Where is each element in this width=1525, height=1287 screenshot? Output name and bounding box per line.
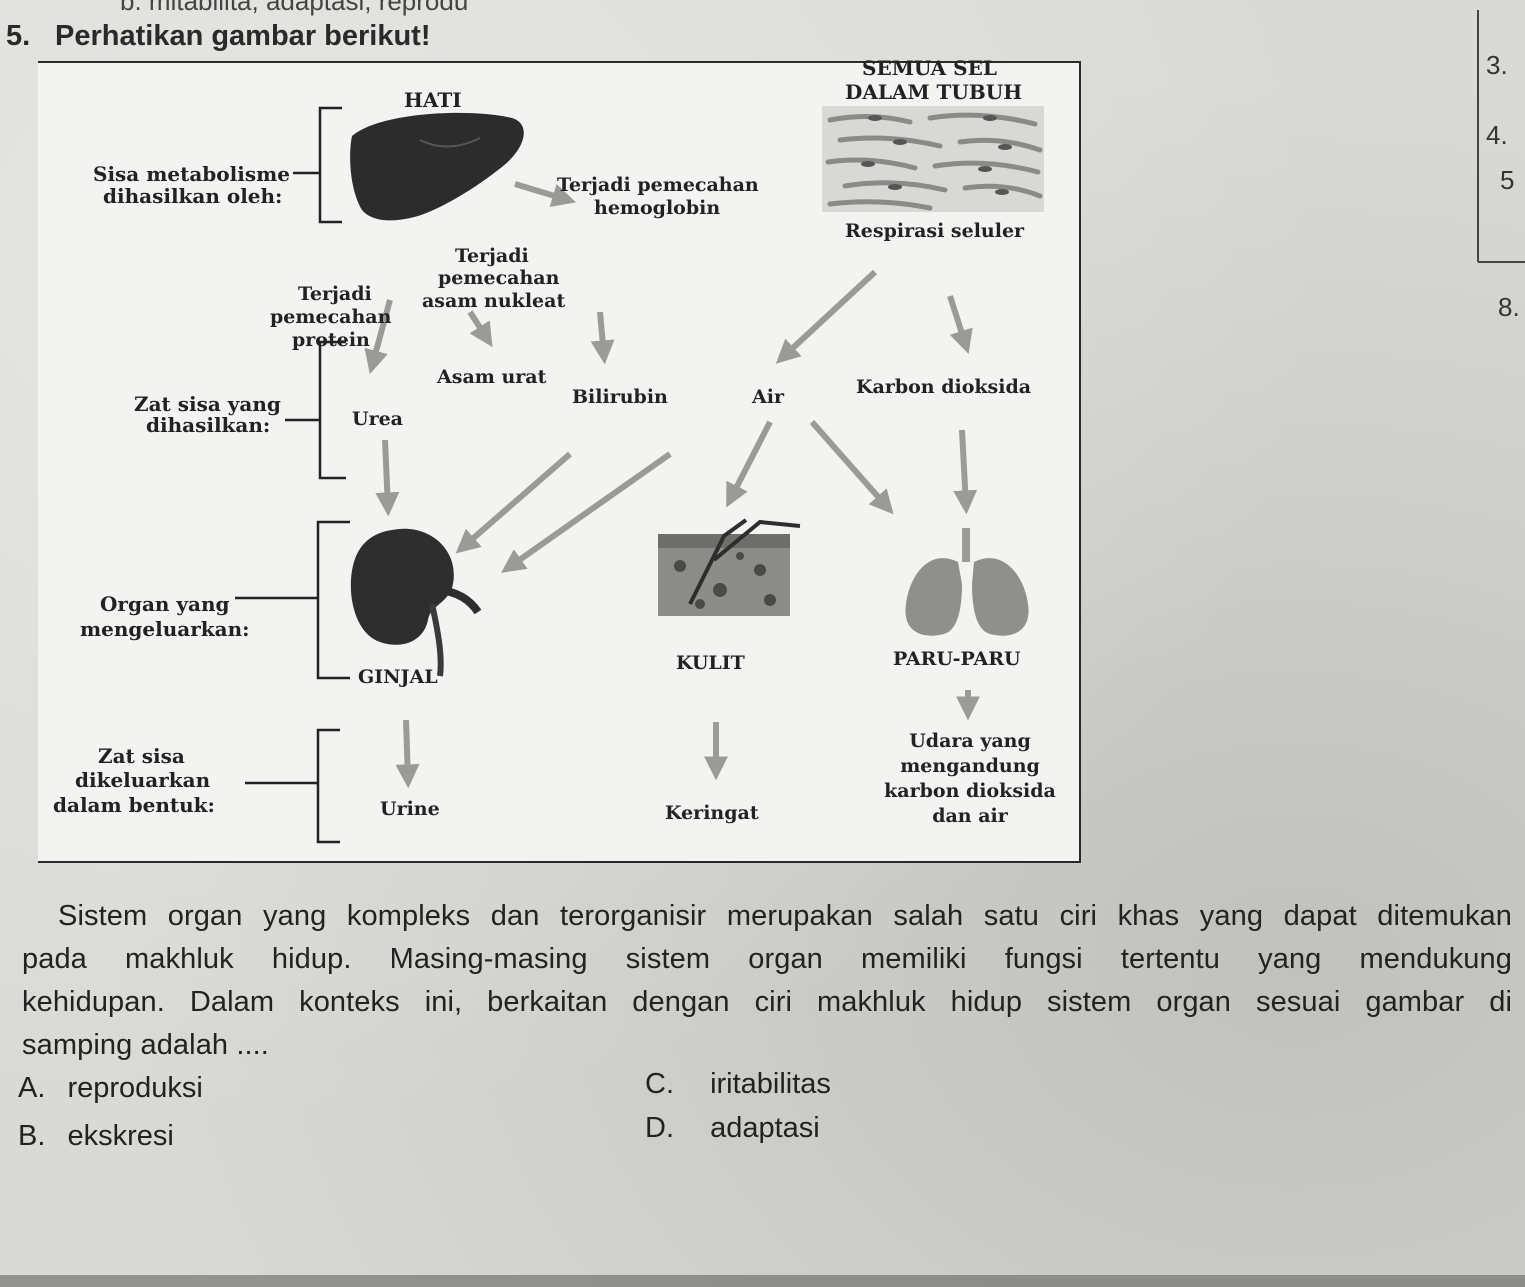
output-udara-2: mengandung [900, 755, 1040, 777]
question-paragraph: Sistem organ yang kompleks dan terorgani… [22, 895, 1512, 1067]
label-sisa-2: dihasilkan oleh: [103, 184, 283, 208]
arrow-respirasi-co2 [947, 295, 973, 355]
arrow-air-kulit [726, 420, 773, 508]
arrow-respirasi-air [775, 269, 878, 364]
label-organ-2: mengeluarkan: [80, 617, 250, 641]
organ-ginjal: GINJAL [358, 666, 438, 688]
organ-paru: PARU-PARU [893, 648, 1021, 670]
output-udara-1: Udara yang [909, 730, 1031, 752]
bracket-organ [316, 520, 350, 680]
source-semua-sel: SEMUA SEL [862, 56, 997, 80]
waste-asam-urat: Asam urat [437, 366, 547, 388]
label-bentuk-3: dalam bentuk: [53, 793, 215, 817]
arrow-bilirubin-ginjal [501, 451, 672, 573]
waste-air: Air [752, 386, 784, 408]
paragraph-line-2: pada makhluk hidup. Masing-masing sistem… [22, 943, 1512, 975]
top-cut-text: b. mitabilita, adaptasi, reprodu [120, 0, 469, 16]
option-d-letter: D. [645, 1112, 674, 1144]
process-nukleat-2: pemecahan [438, 267, 560, 289]
process-nukleat-1: Terjadi [455, 245, 529, 267]
source-hati: HATI [404, 88, 462, 112]
waste-urea: Urea [352, 408, 403, 430]
source-dalam-tubuh: DALAM TUBUH [845, 80, 1023, 104]
bracket-zat [318, 340, 346, 480]
option-c[interactable]: C. iritabilitas [645, 1068, 831, 1101]
process-protein-3: protein [292, 329, 370, 351]
label-zat-2: dihasilkan: [146, 413, 271, 437]
arrow-hemoglobin-bilirubin [590, 311, 615, 365]
option-d[interactable]: D. adaptasi [645, 1112, 820, 1145]
kidney-icon [350, 528, 482, 677]
option-a[interactable]: A. reproduksi [18, 1072, 203, 1105]
arrow-asamurat-ginjal [455, 451, 572, 554]
option-d-text: adaptasi [710, 1112, 820, 1144]
option-c-text: iritabilitas [710, 1068, 831, 1100]
bracket-sisa [318, 106, 342, 224]
paragraph-line-4: samping adalah .... [22, 1029, 269, 1061]
arrow-co2-paru [953, 429, 978, 515]
bracket-bentuk [316, 728, 340, 844]
output-udara-4: dan air [932, 805, 1008, 827]
output-keringat: Keringat [665, 802, 759, 824]
option-a-text: reproduksi [67, 1072, 203, 1104]
process-protein-1: Terjadi [298, 283, 372, 305]
waste-karbon-dioksida: Karbon dioksida [856, 376, 1032, 398]
output-urine: Urine [380, 798, 440, 820]
arrow-air-paru [809, 420, 894, 515]
side-number-4: 4. [1486, 120, 1508, 150]
arrow-urea-ginjal [375, 439, 400, 517]
label-bentuk-1: Zat sisa [98, 744, 185, 768]
arrow-nukleat-asamurat [467, 310, 493, 348]
option-a-letter: A. [18, 1072, 46, 1104]
side-number-8: 8. [1498, 292, 1520, 322]
bottom-shadow [0, 1275, 1525, 1287]
option-c-letter: C. [645, 1068, 674, 1100]
arrow-liver-hemoglobin [514, 181, 577, 207]
paragraph-line-3: kehidupan. Dalam konteks ini, berkaitan … [22, 986, 1512, 1018]
process-respirasi: Respirasi seluler [845, 220, 1025, 242]
option-b-text: ekskresi [67, 1120, 174, 1152]
organ-kulit: KULIT [676, 652, 745, 674]
side-number-3: 3. [1486, 50, 1508, 80]
process-hemoglobin-1: Terjadi pemecahan [557, 174, 759, 196]
skin-icon [658, 518, 801, 616]
liver-icon [350, 112, 524, 221]
paragraph-line-1: Sistem organ yang kompleks dan terorgani… [58, 900, 1512, 932]
lungs-icon [905, 528, 1029, 636]
question-prompt: Perhatikan gambar berikut! [55, 20, 431, 52]
option-b-letter: B. [18, 1120, 46, 1152]
liver-lobe-line [419, 137, 481, 148]
label-sisa-1: Sisa metabolisme [93, 162, 290, 186]
label-bentuk-2: dikeluarkan [75, 768, 211, 792]
flow-arrows [364, 181, 980, 789]
process-protein-2: pemecahan [270, 306, 392, 328]
option-b[interactable]: B. ekskresi [18, 1120, 174, 1153]
question-number: 5. [6, 20, 31, 52]
label-organ-1: Organ yang [100, 592, 230, 616]
waste-bilirubin: Bilirubin [572, 386, 668, 408]
process-nukleat-3: asam nukleat [422, 290, 566, 312]
row-brackets [235, 106, 350, 844]
arrow-ginjal-urine [395, 719, 420, 789]
output-udara-3: karbon dioksida [884, 780, 1056, 802]
process-hemoglobin-2: hemoglobin [594, 197, 721, 219]
label-zat-1: Zat sisa yang [134, 392, 281, 416]
body-cells-icon [822, 106, 1044, 212]
side-number-5: 5 [1500, 165, 1515, 195]
arrow-protein-urea [364, 299, 393, 375]
